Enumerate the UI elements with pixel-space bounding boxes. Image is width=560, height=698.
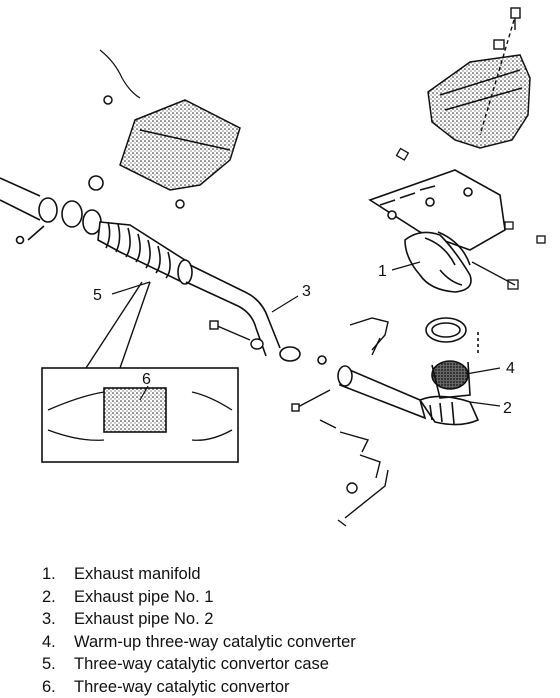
callout-6: 6 bbox=[142, 371, 151, 388]
legend-number: 1. bbox=[42, 563, 74, 586]
exhaust-manifold bbox=[370, 170, 505, 292]
warm-up-converter bbox=[426, 318, 478, 398]
front-flange bbox=[0, 176, 103, 244]
legend-item: 2.Exhaust pipe No. 1 bbox=[42, 586, 356, 609]
converter-detail-inset bbox=[42, 282, 238, 462]
legend-number: 3. bbox=[42, 608, 74, 631]
callout-1: 1 bbox=[378, 263, 387, 280]
leader-4 bbox=[466, 368, 500, 374]
callout-4: 4 bbox=[506, 360, 515, 377]
legend-number: 4. bbox=[42, 631, 74, 654]
brackets bbox=[292, 318, 388, 526]
legend-text: Three-way catalytic convertor bbox=[74, 678, 290, 696]
parts-legend: 1.Exhaust manifold 2.Exhaust pipe No. 1 … bbox=[42, 563, 356, 698]
leader-5 bbox=[112, 282, 150, 294]
legend-item: 6.Three-way catalytic convertor bbox=[42, 676, 356, 698]
exhaust-system-diagram: 1 2 3 4 5 6 bbox=[0, 0, 560, 555]
converter-case bbox=[98, 222, 192, 284]
callout-2: 2 bbox=[503, 400, 512, 417]
legend-item: 1.Exhaust manifold bbox=[42, 563, 356, 586]
callout-3: 3 bbox=[302, 283, 311, 300]
legend-item: 5.Three-way catalytic convertor case bbox=[42, 653, 356, 676]
legend-text: Exhaust pipe No. 2 bbox=[74, 610, 213, 628]
leader-2 bbox=[470, 402, 500, 406]
legend-item: 4.Warm-up three-way catalytic converter bbox=[42, 631, 356, 654]
legend-text: Warm-up three-way catalytic converter bbox=[74, 633, 356, 651]
legend-text: Exhaust manifold bbox=[74, 565, 201, 583]
front-heat-shield bbox=[100, 50, 240, 208]
callout-5: 5 bbox=[93, 287, 102, 304]
legend-text: Exhaust pipe No. 1 bbox=[74, 588, 213, 606]
upper-heat-shield bbox=[428, 55, 530, 148]
legend-number: 6. bbox=[42, 676, 74, 698]
leader-3 bbox=[272, 296, 298, 312]
legend-number: 5. bbox=[42, 653, 74, 676]
legend-item: 3.Exhaust pipe No. 2 bbox=[42, 608, 356, 631]
legend-text: Three-way catalytic convertor case bbox=[74, 655, 329, 673]
legend-number: 2. bbox=[42, 586, 74, 609]
